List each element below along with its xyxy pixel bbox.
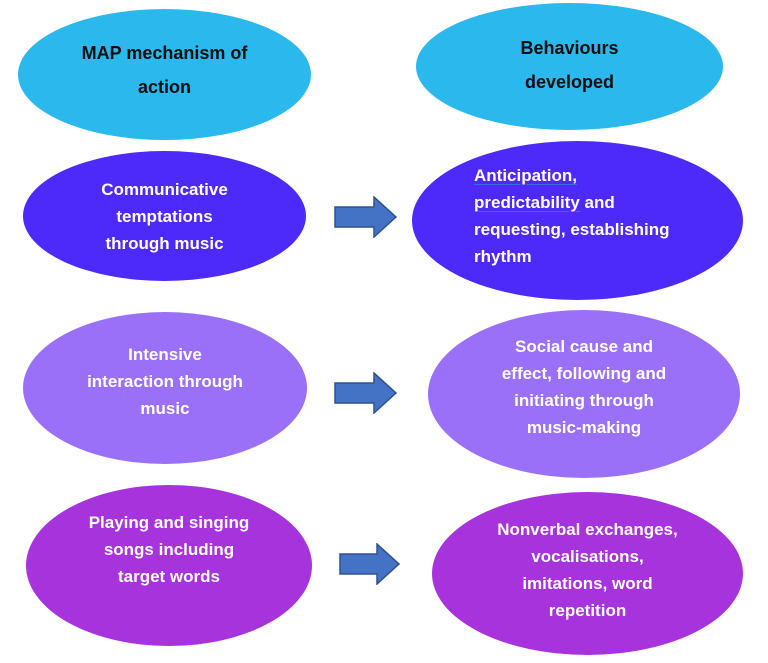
right-arrow-icon — [339, 543, 401, 585]
mechanism-label-3: Playing and singing songs including targ… — [88, 513, 250, 586]
behaviour-1-word-predictability: predictability — [474, 192, 580, 212]
header-behaviours-ellipse: Behaviours developed — [416, 3, 723, 130]
behaviour-1-word-and: and — [579, 192, 615, 212]
mechanism-ellipse-3: Playing and singing songs including targ… — [26, 485, 312, 646]
behaviour-ellipse-2: Social cause and effect, following and i… — [428, 310, 740, 478]
behaviour-label-1: Anticipation, predictability and requestin… — [412, 162, 670, 270]
behaviour-label-3: Nonverbal exchanges, vocalisations, imit… — [497, 519, 678, 620]
mechanism-label-2: Intensive interaction through music — [87, 344, 243, 418]
right-arrow-icon — [334, 372, 398, 414]
arrow-shape — [334, 372, 398, 414]
mechanism-ellipse-1: Communicative temptations through music — [23, 151, 306, 281]
arrow-shape — [339, 543, 401, 585]
header-mechanism-label: MAP mechanism of action — [81, 42, 248, 97]
behaviour-1-line-3: requesting, establishing — [474, 219, 670, 239]
right-arrow-icon — [334, 196, 398, 238]
mechanism-ellipse-2: Intensive interaction through music — [23, 312, 307, 464]
mechanism-label-1: Communicative temptations through music — [101, 179, 228, 253]
arrow-shape — [334, 196, 398, 238]
behaviour-1-line-4: rhythm — [474, 246, 532, 266]
header-behaviours-label: Behaviours developed — [520, 37, 619, 92]
behaviour-ellipse-1: Anticipation, predictability and requestin… — [412, 141, 743, 300]
behaviour-ellipse-3: Nonverbal exchanges, vocalisations, imit… — [432, 492, 743, 655]
behaviour-label-2: Social cause and effect, following and i… — [501, 337, 667, 437]
behaviour-1-line-1: Anticipation, — [474, 165, 577, 185]
header-mechanism-ellipse: MAP mechanism of action — [18, 9, 311, 140]
